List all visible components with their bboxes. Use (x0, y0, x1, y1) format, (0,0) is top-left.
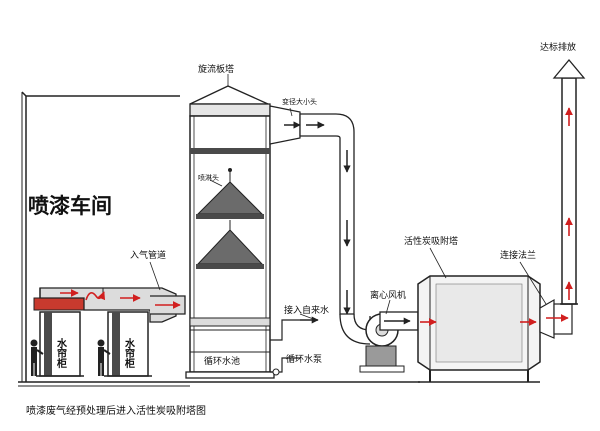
outlet-flow-arrows (284, 121, 351, 315)
water-curtain-cabinet-left (33, 297, 85, 377)
paint-booth (18, 91, 420, 387)
booth-label: 喷漆车间 (28, 194, 112, 218)
reducer-label: 变径大小头 (282, 97, 317, 106)
water-curtain-right-label: 水帘柜 (123, 337, 136, 369)
flange-duct (539, 298, 573, 339)
tower-label: 旋流板塔 (198, 63, 234, 75)
flange-label: 连接法兰 (500, 249, 536, 261)
spray-bed-lower (196, 229, 264, 269)
exhaust-stack (552, 58, 586, 305)
outlet-duct (269, 105, 371, 345)
inlet-duct-label: 入气管道 (130, 249, 166, 261)
stack-label: 达标排放 (540, 41, 576, 53)
leader-lines (149, 74, 547, 321)
spray-nozzle-icon (228, 168, 232, 230)
tap-water-label: 接入自来水 (284, 304, 329, 316)
spray-bed-upper (196, 181, 264, 219)
water-curtain-left-label: 水帘柜 (55, 337, 68, 369)
diagram-caption: 喷漆废气经预处理后进入活性炭吸附塔图 (26, 404, 206, 417)
nozzle-label: 喷淋头 (198, 173, 219, 182)
worker-right-icon (97, 339, 111, 376)
centrifugal-fan (359, 311, 419, 373)
carbon-tower-label: 活性炭吸附塔 (404, 235, 458, 247)
fan-label: 离心风机 (370, 289, 406, 301)
circulation-pool-label: 循环水池 (204, 355, 240, 367)
inlet-flow-arrows (60, 289, 181, 309)
worker-left-icon (30, 339, 44, 376)
circulation-pump-label: 循环水泵 (286, 353, 322, 365)
water-pipes (270, 316, 319, 376)
carbon-adsorption-tower (417, 275, 541, 383)
